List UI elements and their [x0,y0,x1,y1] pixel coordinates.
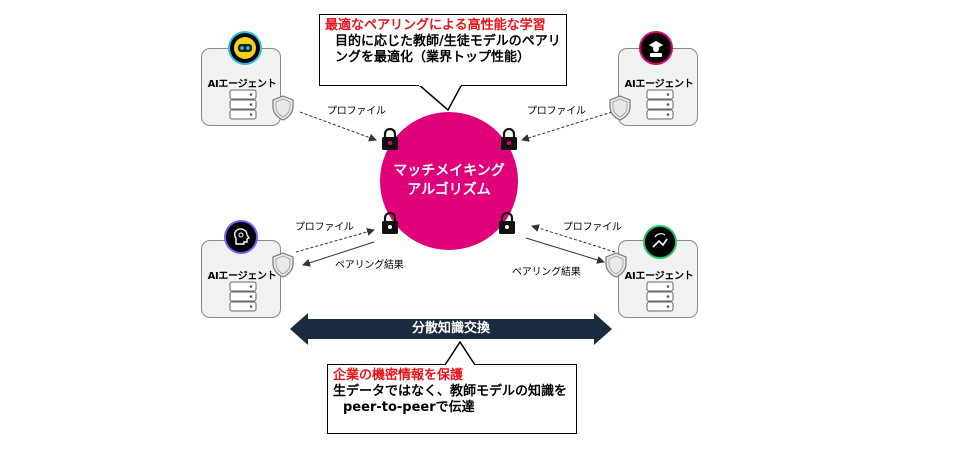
profile-line-bottom-left [295,228,375,253]
knowledge-exchange-label: 分散知識交換 [411,321,490,336]
top-callout: 最適なペアリングによる高性能な学習 目的に応じた教師/生徒モデルのペアリングを最… [319,14,567,86]
lock-icon [501,127,517,150]
agent-label: AIエージェント [207,271,277,282]
profile-label-bottom-left: プロファイル [295,222,354,233]
shield-icon [605,252,627,278]
agent-label: AIエージェント [624,271,694,282]
agent-label: AIエージェント [624,79,694,90]
lock-icon [382,211,398,234]
profile-line-top-right [521,111,613,142]
teacher-icon [641,33,671,63]
pairing-label-bottom-left: ペアリング結果 [335,260,404,271]
bottom-callout: 企業の機密情報を保護 生データではなく、教師モデルの知識をpeer-to-pee… [327,364,577,434]
ai-agent-card: AIエージェント [201,240,281,318]
shield-icon [272,95,294,121]
top-callout-highlight: 最適なペアリングによる高性能な学習 [325,18,546,33]
shield-icon [272,252,294,278]
hand-signal-icon [645,227,675,257]
lock-icon [382,127,398,150]
bottom-callout-highlight: 企業の機密情報を保護 [333,368,464,383]
database-icon [229,89,257,120]
center-line1: マッチメイキング [393,163,505,179]
knowledge-exchange-arrow: 分散知識交換 [290,313,612,345]
database-icon [646,281,674,312]
profile-line-bottom-right [531,224,616,253]
profile-label-bottom-right: プロファイル [563,222,622,233]
bottom-callout-body: 生データではなく、教師モデルの知識をpeer-to-peerで伝達 [333,384,568,415]
matchmaking-algorithm-node: マッチメイキング アルゴリズム [380,112,518,250]
center-line2: アルゴリズム [407,182,491,198]
robot-icon [230,33,260,63]
database-icon [229,281,257,312]
lock-icon [499,211,515,234]
profile-label-top-right: プロファイル [527,106,586,117]
agent-label: AIエージェント [207,79,277,90]
callout-pointer-bottom [445,340,475,366]
top-callout-body: 目的に応じた教師/生徒モデルのペアリングを最適化（業界トップ性能） [335,34,561,65]
profile-label-top-left: プロファイル [327,106,386,117]
pairing-label-bottom-right: ペアリング結果 [512,267,581,278]
pairing-line-bottom-left [302,241,375,267]
callout-pointer [417,83,463,112]
ai-brain-icon [226,222,256,252]
database-icon [646,89,674,120]
profile-line-top-left [299,111,377,142]
pairing-line-bottom-right [525,237,605,264]
shield-icon [609,95,631,121]
